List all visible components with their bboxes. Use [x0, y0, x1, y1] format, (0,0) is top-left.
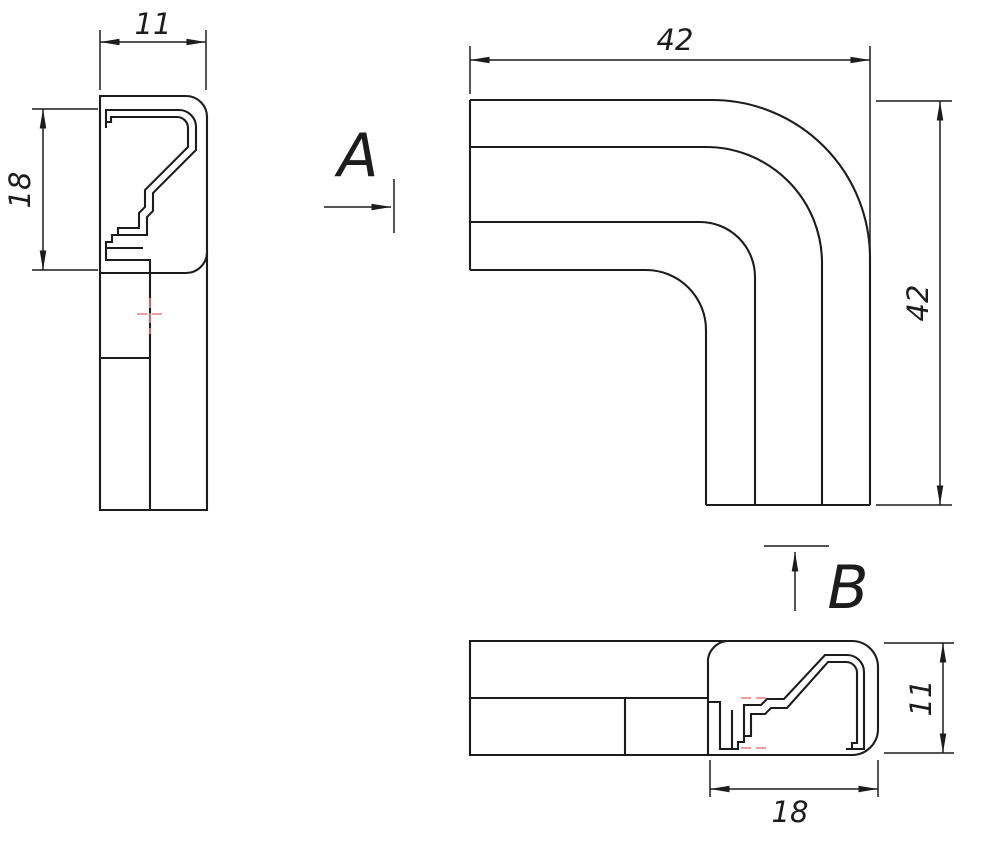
side-view-section-boundary: [100, 251, 209, 275]
dim-label-bottom-height: 11: [904, 680, 938, 717]
side-view-outline: [98, 94, 209, 512]
side-view-profile-outer-contour: [104, 108, 198, 273]
bottom-view-section-boundary: [706, 639, 730, 755]
bottom-view-profile-outer-contour: [708, 653, 866, 751]
front-view: [468, 98, 872, 507]
front-view-wall-line-1: [470, 145, 824, 505]
bottom-view: [468, 639, 880, 757]
dim-front-view-height: 42: [876, 100, 952, 506]
dim-label-front-width: 42: [657, 23, 694, 57]
bottom-view-profile-inner-contour: [744, 660, 859, 749]
view-arrow-b: B: [764, 545, 869, 623]
dim-front-view-width: 42: [469, 23, 871, 252]
dim-side-view-height: 18: [3, 108, 98, 271]
view-label-b: B: [827, 553, 868, 623]
dim-bottom-view-width: 18: [709, 760, 879, 829]
dim-label-side-width: 11: [135, 7, 172, 41]
side-view: [98, 94, 209, 512]
dim-label-bottom-width: 18: [772, 795, 809, 829]
dim-bottom-view-height: 11: [884, 642, 954, 754]
side-view-profile-inner-contour: [106, 115, 190, 235]
dim-label-side-height: 18: [3, 172, 37, 209]
front-view-inner-contour: [470, 268, 708, 505]
front-view-wall-line-2: [470, 220, 757, 505]
view-label-a: A: [333, 121, 378, 191]
dim-label-front-height: 42: [901, 285, 935, 322]
view-arrow-a: A: [324, 121, 395, 233]
dim-side-view-width: 11: [99, 7, 207, 90]
front-view-outer-contour: [470, 98, 872, 505]
bottom-view-outline: [468, 639, 880, 757]
